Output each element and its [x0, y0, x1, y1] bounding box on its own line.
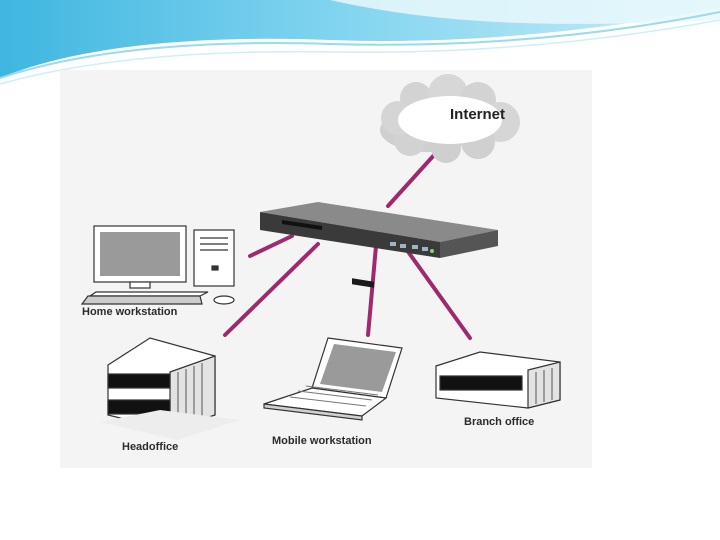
link-branch: [404, 246, 470, 338]
headoffice-building-icon: [100, 338, 240, 440]
link-internet: [388, 154, 435, 206]
link-home: [250, 236, 292, 256]
mobile-workstation-label: Mobile workstation: [272, 435, 372, 447]
link-headoffice: [225, 244, 318, 335]
headoffice-label: Headoffice: [122, 441, 178, 453]
branch-office-building-icon: [436, 352, 560, 408]
home-workstation-icon: [82, 226, 234, 304]
home-workstation-label: Home workstation: [82, 306, 177, 318]
internet-label: Internet: [450, 106, 505, 123]
network-diagram: Internet Home workstation Headoffice Mob…: [60, 70, 592, 468]
branch-office-label: Branch office: [464, 416, 534, 428]
link-mobile: [368, 246, 376, 335]
mobile-workstation-laptop-icon: [264, 338, 402, 420]
router-appliance-icon: [260, 202, 498, 288]
